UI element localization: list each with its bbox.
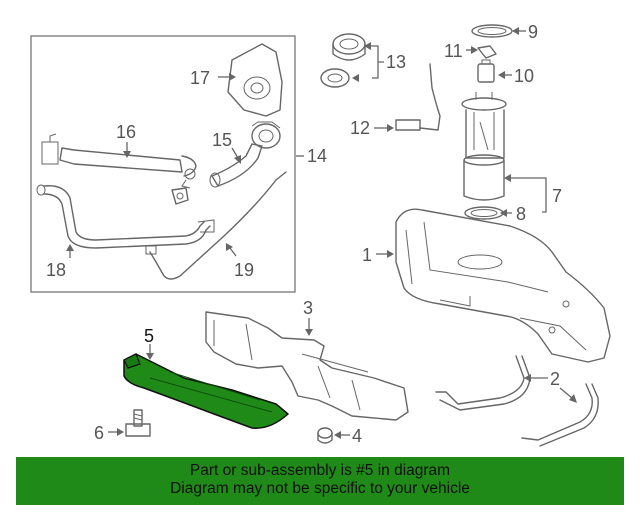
part-1-fuel-tank[interactable] [395, 208, 611, 363]
part-9-lock-ring[interactable] [471, 24, 513, 38]
parts-diagram: 17 16 15 14 18 19 13 12 9 11 10 7 8 1 3 … [30, 22, 611, 447]
callout-13[interactable]: 13 [386, 52, 406, 72]
part-15-filler-neck[interactable] [209, 121, 281, 188]
part-8-seal[interactable] [464, 206, 504, 220]
callout-5[interactable]: 5 [144, 326, 154, 346]
part-7-fuel-pump[interactable] [461, 92, 507, 201]
callout-16[interactable]: 16 [116, 122, 136, 142]
callout-6[interactable]: 6 [94, 423, 104, 443]
part-16-filler-pipe[interactable] [41, 133, 197, 189]
part-3-shield[interactable] [205, 311, 409, 421]
callout-15[interactable]: 15 [212, 130, 232, 150]
part-13-cap[interactable] [320, 33, 366, 88]
callout-17[interactable]: 17 [190, 68, 210, 88]
leader-lines [66, 27, 577, 439]
callout-18[interactable]: 18 [46, 260, 66, 280]
banner-line-1: Part or sub-assembly is #5 in diagram [189, 462, 451, 479]
callout-8[interactable]: 8 [516, 204, 526, 224]
callout-1[interactable]: 1 [362, 245, 372, 265]
callout-9[interactable]: 9 [528, 22, 538, 42]
part-18-vent-hose[interactable] [36, 184, 215, 249]
part-17-shield[interactable] [227, 43, 283, 117]
part-11-clip[interactable] [477, 45, 497, 59]
callout-19[interactable]: 19 [234, 260, 254, 280]
callout-3[interactable]: 3 [303, 298, 313, 318]
callout-2[interactable]: 2 [550, 369, 560, 389]
part-4-grommet[interactable] [317, 427, 333, 444]
callout-14[interactable]: 14 [307, 146, 327, 166]
callout-11[interactable]: 11 [444, 41, 463, 61]
inset-box [30, 35, 296, 293]
callout-4[interactable]: 4 [352, 426, 362, 446]
callout-labels: 17 16 15 14 18 19 13 12 9 11 10 7 8 1 3 … [46, 22, 562, 446]
part-6-bolt[interactable] [125, 409, 151, 437]
part-19-vapor-line[interactable] [145, 171, 287, 280]
callout-10[interactable]: 10 [514, 66, 534, 86]
info-banner: Part or sub-assembly is #5 in diagram Di… [16, 457, 624, 505]
part-5-shield[interactable] [123, 353, 289, 429]
callout-12[interactable]: 12 [350, 118, 370, 138]
part-12-sensor[interactable] [395, 63, 441, 131]
clip[interactable] [171, 187, 189, 205]
callout-7[interactable]: 7 [552, 186, 562, 206]
banner-line-2: Diagram may not be specific to your vehi… [170, 480, 470, 497]
part-10-connector[interactable] [477, 59, 495, 83]
